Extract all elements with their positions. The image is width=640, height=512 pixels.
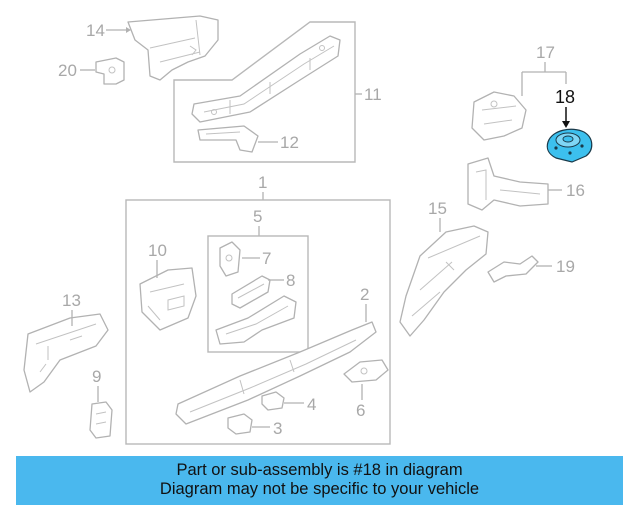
part-4[interactable] <box>261 391 285 411</box>
arrow-18 <box>562 121 570 128</box>
callout-6: 6 <box>356 401 365 420</box>
leader-17 <box>521 62 567 96</box>
part-2[interactable] <box>175 321 377 425</box>
callout-4: 4 <box>307 395 316 414</box>
callout-9: 9 <box>92 367 101 386</box>
group-box-5 <box>207 235 309 353</box>
part-6[interactable] <box>343 359 389 383</box>
part-20[interactable] <box>95 57 125 85</box>
callout-2: 2 <box>360 285 369 304</box>
part-16[interactable] <box>467 157 549 211</box>
callout-3: 3 <box>273 419 282 438</box>
banner-line-2: Diagram may not be specific to your vehi… <box>159 480 480 498</box>
part-7[interactable] <box>219 241 241 277</box>
callout-18: 18 <box>555 87 575 107</box>
part-3[interactable] <box>227 413 253 435</box>
part-9[interactable] <box>89 401 113 439</box>
callout-5: 5 <box>253 207 262 226</box>
callout-17: 17 <box>536 43 555 62</box>
group-box-11 <box>173 21 356 163</box>
callout-8: 8 <box>286 271 295 290</box>
callout-12: 12 <box>280 133 299 152</box>
part-10[interactable] <box>139 267 197 331</box>
part-18-highlighted[interactable] <box>546 128 593 163</box>
info-banner: Part or sub-assembly is #18 in diagram D… <box>16 456 623 505</box>
part-15[interactable] <box>399 225 489 337</box>
callout-7: 7 <box>262 249 271 268</box>
callout-15: 15 <box>428 199 447 218</box>
part-14[interactable] <box>127 15 219 81</box>
callout-16: 16 <box>566 181 585 200</box>
part-13[interactable] <box>23 313 109 393</box>
arrow-14 <box>126 27 131 33</box>
callout-1: 1 <box>258 173 267 192</box>
callout-20: 20 <box>58 61 77 80</box>
callout-10: 10 <box>148 241 167 260</box>
part-11-rail[interactable] <box>191 35 341 123</box>
callout-11: 11 <box>364 85 382 104</box>
part-19[interactable] <box>487 255 539 283</box>
group-box-1 <box>125 199 391 445</box>
part-17[interactable] <box>471 91 527 141</box>
part-5-bracket[interactable] <box>215 295 297 345</box>
banner-line-1: Part or sub-assembly is #18 in diagram <box>176 461 463 479</box>
part-8[interactable] <box>231 275 271 309</box>
callout-13: 13 <box>62 291 81 310</box>
part-12[interactable] <box>197 125 259 153</box>
parts-diagram: 14 20 11 12 1 5 7 8 <box>23 15 593 445</box>
callout-14: 14 <box>86 21 105 40</box>
callout-19: 19 <box>556 257 575 276</box>
